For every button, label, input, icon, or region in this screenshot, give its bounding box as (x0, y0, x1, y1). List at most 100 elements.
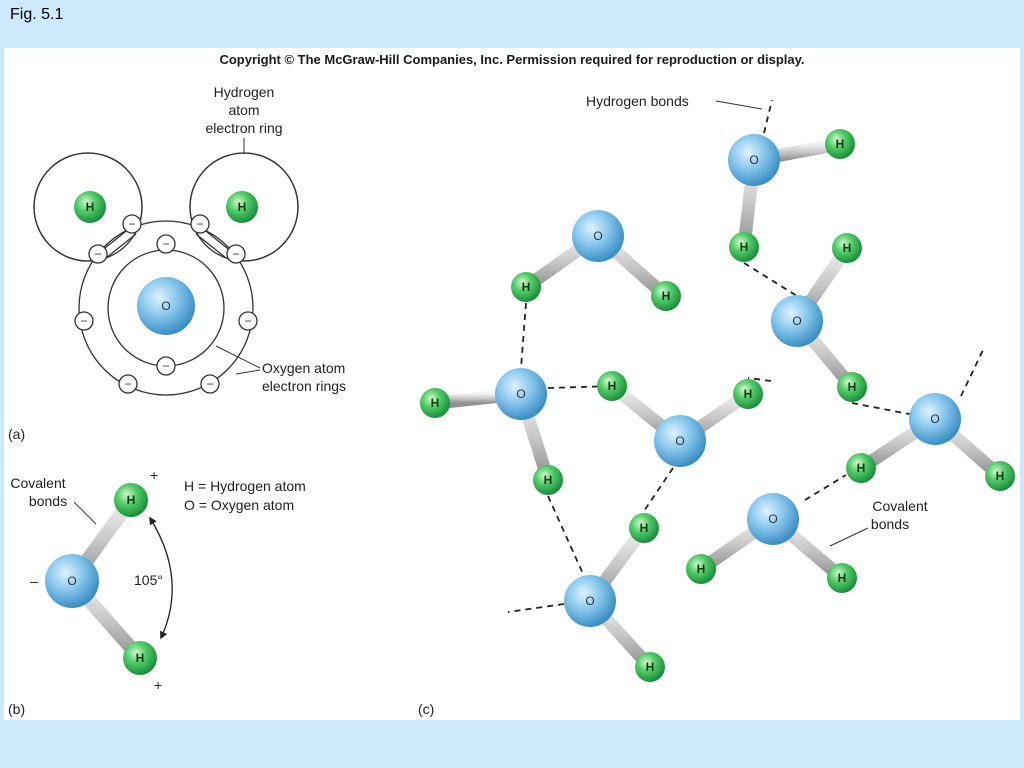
hydrogen-atom (733, 379, 763, 409)
hydrogen-atom (420, 388, 450, 418)
electron-symbol: − (80, 314, 87, 328)
electron-symbol: − (94, 247, 101, 261)
oxygen-atom-symbol: O (67, 574, 76, 588)
bond-angle-arrow (149, 516, 173, 640)
hydrogen-atom-symbol: H (744, 387, 753, 401)
oxygen-nucleus-symbol: O (161, 299, 170, 313)
hydrogen-atom (511, 272, 541, 302)
oxygen-atom-symbol: O (516, 387, 525, 401)
oxygen-nucleus (137, 277, 195, 335)
electron-7 (74, 311, 94, 331)
oxygen-atom (771, 295, 823, 347)
oxygen-atom (495, 368, 547, 420)
hydrogen-atom-symbol: H (646, 660, 655, 674)
hydrogen-atom (629, 513, 659, 543)
partial-positive-lower: + (154, 677, 162, 693)
oxygen-atom (909, 393, 961, 445)
legend-hydrogen: H = Hydrogen atom (184, 478, 306, 494)
water-molecule-1: HHO (511, 210, 681, 311)
copyright-notice: Copyright © The McGraw-Hill Companies, I… (219, 52, 805, 67)
hydrogen-bond-9 (960, 347, 985, 397)
hydrogen-ring-label-1: Hydrogen (214, 84, 275, 100)
hydrogen-nucleus-left (74, 191, 106, 223)
hydrogen-atom (729, 232, 759, 262)
hydrogen-bond-1 (520, 302, 527, 369)
hydrogen-lower-symbol: H (136, 651, 145, 665)
panel-b-label: (b) (8, 701, 25, 717)
hydrogen-bond-3 (547, 495, 585, 577)
electron-symbol: − (162, 359, 169, 373)
figure-panel: Copyright © The McGraw-Hill Companies, I… (4, 48, 1020, 720)
hydrogen-atom-symbol: H (843, 241, 852, 255)
hydrogen-atom-symbol: H (431, 396, 440, 410)
panel-c-label: (c) (418, 701, 434, 717)
hydrogen-atom-symbol: H (697, 562, 706, 576)
hydrogen-atom (832, 233, 862, 263)
water-molecule-4: H H O (597, 371, 763, 467)
hydrogen-bond-6 (747, 377, 772, 382)
covalent-label-b-2: bonds (29, 493, 67, 509)
hydrogen-bond-8 (804, 474, 847, 501)
hydrogen-atom (533, 465, 563, 495)
oxygen-atom-symbol: O (675, 434, 684, 448)
oxygen-atom (572, 210, 624, 262)
panel-a-atom-model: −−−−−−−−−− O H H Hydrogen atom electron … (8, 84, 346, 442)
electron-symbol: − (196, 217, 203, 231)
oxygen-ring-leader-inner (215, 345, 261, 369)
hydrogen-atom-symbol: H (608, 379, 617, 393)
electron-8 (238, 311, 258, 331)
partial-negative: – (30, 573, 38, 589)
electron-symbol: − (128, 217, 135, 231)
electron-symbol: − (232, 247, 239, 261)
hydrogen-symbol-left: H (86, 200, 95, 214)
hydrogen-atom (597, 371, 627, 401)
electron-5 (156, 234, 176, 254)
oxygen-atom (45, 554, 99, 608)
panel-b-water-molecule: O H H 105° + + – Covalent bonds H = Hydr… (8, 467, 306, 717)
hydrogen-atom-symbol: H (522, 280, 531, 294)
hydrogen-atom (635, 652, 665, 682)
oxygen-atom-symbol: O (749, 153, 758, 167)
water-molecule-6: HHO (846, 393, 1015, 491)
oxygen-ring-label-1: Oxygen atom (262, 360, 345, 376)
hydrogen-atom-symbol: H (996, 469, 1005, 483)
water-molecule-3: H H O (420, 368, 563, 495)
hydrogen-upper-symbol: H (127, 493, 136, 507)
electrons: −−−−−−−−−− (74, 214, 258, 394)
hydrogen-atom-symbol: H (640, 521, 649, 535)
electron-6 (156, 356, 176, 376)
shared-pair-line-right (201, 227, 233, 253)
oxygen-atom-symbol: O (792, 314, 801, 328)
electron-symbol: − (244, 314, 251, 328)
covalent-leader-b (73, 501, 97, 525)
hydrogen-atom-lower (123, 641, 157, 675)
covalent-label-c-2: bonds (871, 516, 909, 532)
oxygen-atom (564, 575, 616, 627)
figure-label: Fig. 5.1 (10, 6, 64, 23)
hydrogen-ring-overlay-left (33, 152, 143, 262)
hydrogen-atom-upper (114, 483, 148, 517)
hydrogen-nucleus-right (226, 191, 258, 223)
hydrogen-atom (651, 281, 681, 311)
covalent-leader-c (829, 527, 869, 547)
legend-oxygen: O = Oxygen atom (184, 497, 294, 513)
electron-3 (88, 244, 108, 264)
hydrogen-bond-10 (763, 99, 773, 134)
water-molecule-8: H H O (564, 513, 665, 682)
oxygen-atom (728, 134, 780, 186)
hydrogen-atom-symbol: H (544, 473, 553, 487)
hydrogen-bonds-label: Hydrogen bonds (586, 93, 689, 109)
hydrogen-atom (825, 129, 855, 159)
hydrogen-ring-label-2: atom (228, 102, 259, 118)
electron-symbol: − (162, 237, 169, 251)
hydrogen-atom (985, 461, 1015, 491)
oxygen-atom-symbol: O (585, 594, 594, 608)
hydrogen-atom-symbol: H (838, 571, 847, 585)
electron-symbol: − (206, 377, 213, 391)
hydrogen-ring-label-3: electron ring (205, 120, 282, 136)
electron-2 (190, 214, 210, 234)
hydrogen-atom-symbol: H (848, 380, 857, 394)
hydrogen-bonds-leader (715, 100, 763, 110)
water-molecule-2: HHO (728, 129, 855, 262)
water-molecule-7: HHO (686, 493, 857, 593)
